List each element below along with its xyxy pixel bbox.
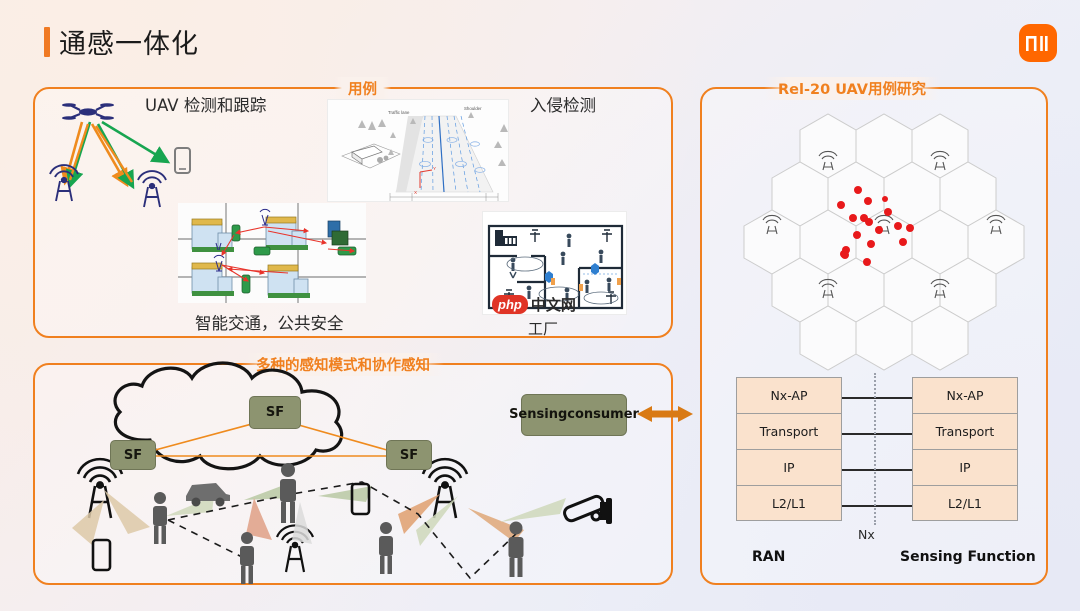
label-factory: 工厂 [528,320,559,338]
stack-cell-ran-0: Nx-AP [736,377,842,413]
sf-node-right[interactable]: SF [386,440,432,470]
title-accent-bar [44,26,50,57]
stack-cell-sf-2: IP [912,449,1018,485]
stack-cell-sf-1: Transport [912,413,1018,449]
panel-sensing-modes-title: 多种的感知模式和协作感知 [242,353,444,376]
stack-cell-ran-2: IP [736,449,842,485]
mi-logo [1019,24,1057,62]
figure-smart-city-traffic [178,203,366,303]
watermark-text: 中文网 [530,296,576,314]
panel-rel20-title: Rel-20 UAV用例研究 [764,77,941,100]
page-title: 通感一体化 [44,22,199,61]
stack-cell-sf-3: L2/L1 [912,485,1018,521]
label-intrusion-detection: 入侵检测 [530,96,596,115]
stack-link-0 [842,397,912,399]
title-text: 通感一体化 [59,29,199,60]
sensing-consumer-line2: consumer [567,406,639,422]
svg-text:Y: Y [433,166,436,171]
svg-text:Shoulder: Shoulder [464,106,482,111]
stack-link-3 [842,505,912,507]
svg-text:X: X [414,190,417,195]
sensing-consumer-line1: Sensing [509,406,568,422]
label-smart-traffic: 智能交通，公共安全 [195,314,344,333]
stack-link-2 [842,469,912,471]
nx-interface-divider [874,373,876,525]
label-uav-detection: UAV 检测和跟踪 [145,96,267,115]
mi-logo-glyph [1026,35,1048,51]
figure-highway-lane-sensing: X Y Traffic lane Shoulder [327,99,509,202]
stack-footer-ran: RAN [752,549,786,565]
panel-use-cases-title: 用例 [334,77,391,100]
watermark-php-tag: php [492,295,528,314]
stack-cell-ran-1: Transport [736,413,842,449]
sensing-consumer-node[interactable]: Sensing consumer [509,394,639,436]
sf-node-left[interactable]: SF [110,440,156,470]
sf-node-top[interactable]: SF [249,396,301,429]
stack-cell-ran-3: L2/L1 [736,485,842,521]
svg-text:Traffic lane: Traffic lane [388,110,410,115]
protocol-stack-ran: Nx-AP Transport IP L2/L1 [736,377,842,521]
stack-cell-sf-0: Nx-AP [912,377,1018,413]
watermark: php 中文网 [492,294,576,315]
stack-footer-sensing-function: Sensing Function [900,549,1036,565]
protocol-stack-sensing-function: Nx-AP Transport IP L2/L1 [912,377,1018,521]
nx-interface-label: Nx [858,527,875,542]
stack-link-1 [842,433,912,435]
